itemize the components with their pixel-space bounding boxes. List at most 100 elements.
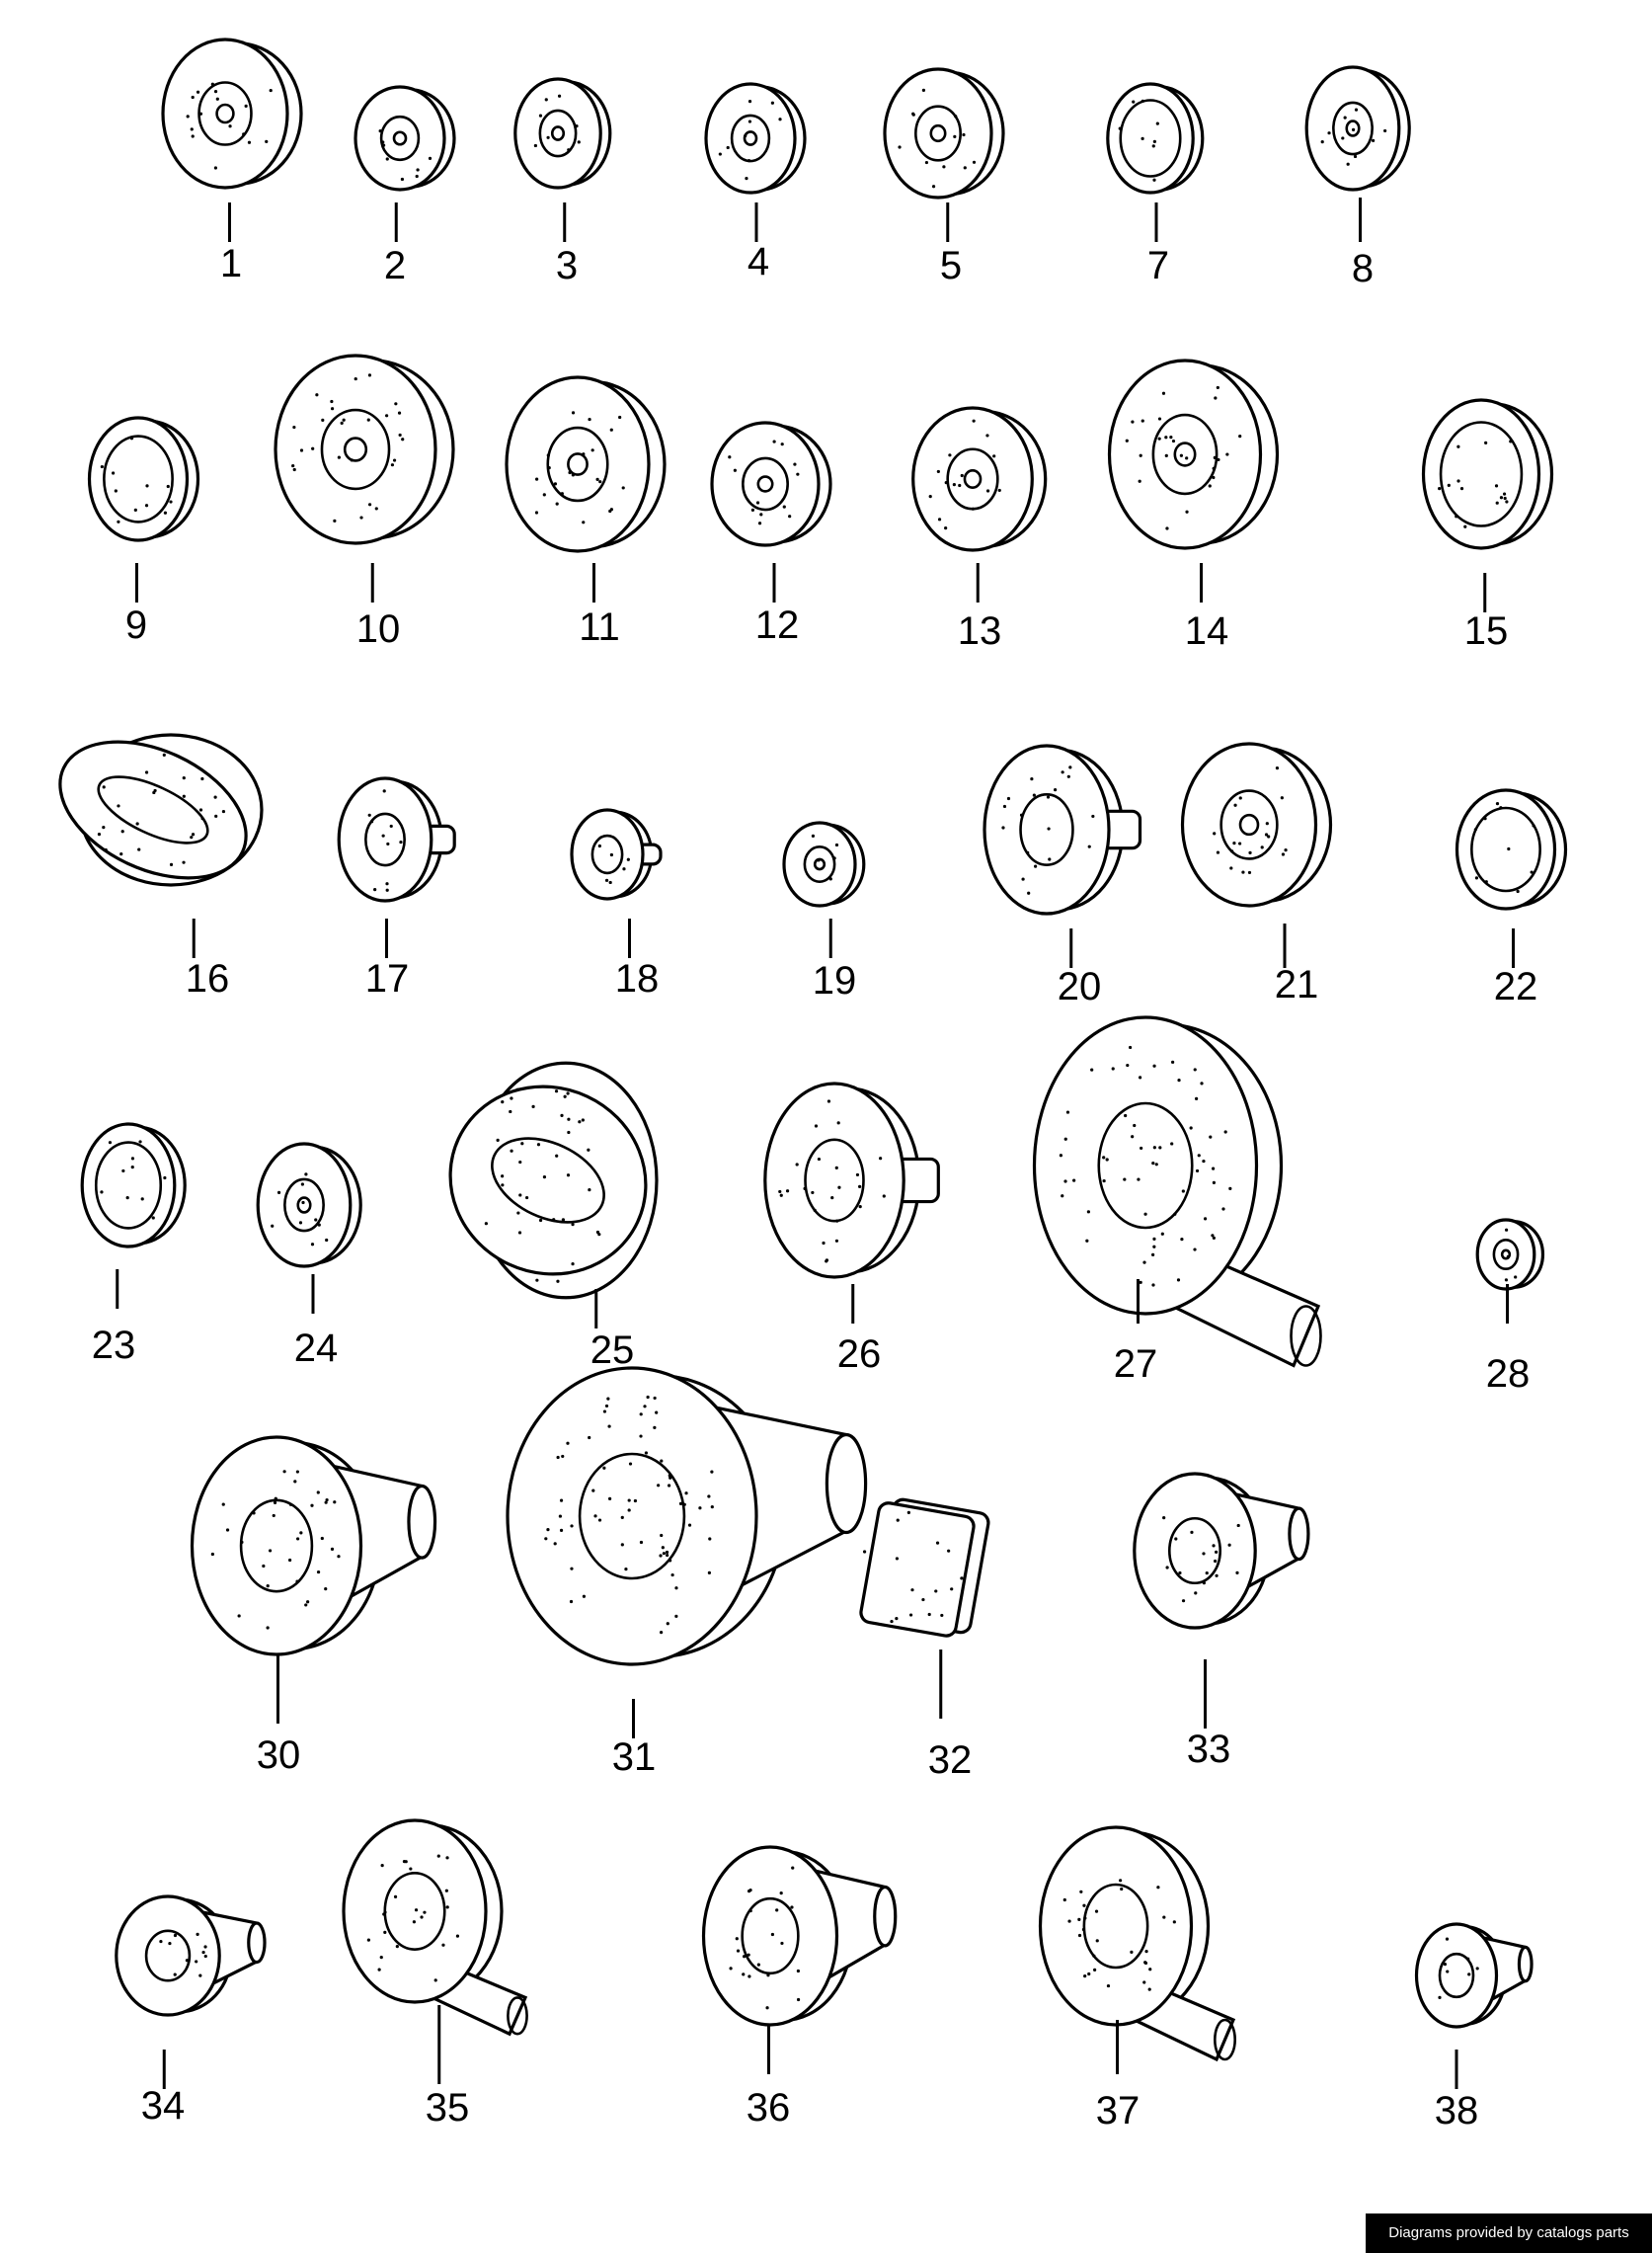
stipple-dot — [182, 860, 186, 864]
stipple-dot — [1483, 817, 1487, 821]
stipple-dot — [1077, 1933, 1082, 1938]
part-face — [782, 821, 857, 908]
part-22[interactable]: 22 — [1455, 788, 1568, 1008]
stipple-dot — [1156, 1886, 1160, 1890]
stipple-dot — [591, 1489, 595, 1492]
part-hole — [94, 1141, 163, 1230]
stipple-dot — [1092, 1954, 1096, 1958]
stipple-dot — [374, 507, 378, 511]
stipple-dot — [366, 1938, 370, 1942]
part-28[interactable]: 28 — [1475, 1218, 1545, 1396]
stipple-dot — [1152, 139, 1156, 143]
stipple-dot — [830, 1196, 834, 1200]
part-19[interactable]: 19 — [782, 821, 866, 1003]
stipple-dot — [817, 1157, 822, 1162]
part-18[interactable]: 18 — [570, 808, 663, 1001]
part-face — [190, 1435, 363, 1656]
part-36[interactable]: 36 — [701, 1845, 898, 2130]
part-15[interactable]: 15 — [1421, 398, 1554, 653]
part-25[interactable]: 25 — [420, 1055, 677, 1372]
part-21[interactable]: 21 — [1180, 742, 1333, 1006]
stipple-dot — [555, 1154, 559, 1158]
part-10[interactable]: 10 — [274, 354, 455, 651]
part-27[interactable]: 27 — [1032, 1015, 1322, 1386]
stipple-dot — [304, 1172, 308, 1176]
stipple-dot — [133, 508, 137, 512]
stipple-dot — [1141, 419, 1144, 423]
stipple-dot — [1164, 453, 1168, 457]
stipple-dot — [571, 1262, 575, 1266]
part-8[interactable]: 8 — [1304, 65, 1411, 290]
part-4[interactable]: 4 — [704, 82, 807, 283]
stipple-dot — [627, 1508, 631, 1512]
part-26[interactable]: 26 — [763, 1082, 940, 1376]
part-hole — [730, 114, 771, 163]
stipple-dot — [639, 1412, 643, 1416]
stipple-dot — [747, 120, 752, 123]
stipple-dot — [276, 1190, 281, 1194]
stipple-dot — [832, 856, 836, 860]
stipple-dot — [455, 1934, 460, 1938]
part-2[interactable]: 2 — [354, 85, 456, 287]
stipple-dot — [100, 1190, 104, 1194]
stipple-dot — [337, 1555, 341, 1559]
stipple-dot — [385, 157, 389, 161]
part-center-hole — [743, 130, 758, 146]
part-33[interactable]: 33 — [1133, 1472, 1310, 1771]
stipple-dot — [1152, 1064, 1156, 1068]
stipple-dot — [796, 1969, 800, 1973]
stipple-dot — [104, 847, 108, 852]
stipple-dot — [607, 1496, 612, 1500]
part-31[interactable]: 31 — [506, 1366, 868, 1779]
part-9[interactable]: 9 — [87, 416, 200, 647]
stipple-dot — [102, 826, 106, 830]
callout-number: 7 — [1147, 244, 1169, 287]
part-23[interactable]: 23 — [80, 1122, 187, 1367]
stipple-dot — [1181, 1599, 1186, 1603]
part-34[interactable]: 34 — [115, 1894, 267, 2128]
part-1[interactable]: 1 — [161, 38, 303, 285]
stipple-dot — [908, 1613, 913, 1617]
part-35[interactable]: 35 — [342, 1818, 528, 2130]
part-20[interactable]: 20 — [983, 744, 1142, 1008]
stipple-dot — [271, 1224, 275, 1228]
callout-number: 22 — [1494, 965, 1538, 1008]
stipple-dot — [621, 486, 625, 490]
part-16[interactable]: 16 — [39, 714, 268, 1001]
stipple-dot — [518, 1193, 522, 1197]
stipple-dot — [159, 1939, 163, 1944]
part-12[interactable]: 12 — [710, 421, 832, 647]
part-38[interactable]: 38 — [1414, 1922, 1534, 2132]
part-13[interactable]: 13 — [911, 406, 1048, 653]
stipple-dot — [1173, 1212, 1177, 1216]
stipple-dot — [803, 1186, 807, 1190]
part-center-hole — [343, 437, 368, 462]
part-37[interactable]: 37 — [1038, 1825, 1237, 2132]
stipple-dot — [538, 114, 543, 118]
part-face — [983, 744, 1111, 916]
stipple-dot — [1284, 848, 1288, 852]
stipple-dot — [1505, 500, 1509, 504]
part-32[interactable]: 32 — [859, 1497, 990, 1782]
callout-number: 14 — [1185, 609, 1229, 653]
stipple-dot — [330, 407, 335, 411]
callout-number: 21 — [1275, 963, 1319, 1006]
stipple-dot — [1126, 1063, 1130, 1068]
stipple-dot — [582, 1594, 587, 1598]
part-hole — [741, 1896, 800, 1975]
stipple-dot — [1221, 1207, 1225, 1211]
stipple-dot — [1372, 138, 1376, 142]
part-7[interactable]: 7 — [1106, 82, 1205, 287]
part-24[interactable]: 24 — [256, 1142, 362, 1370]
part-3[interactable]: 3 — [513, 77, 612, 287]
part-11[interactable]: 11 — [505, 375, 667, 649]
stipple-dot — [153, 788, 157, 793]
part-face — [911, 406, 1034, 552]
part-5[interactable]: 5 — [883, 67, 1005, 287]
part-17[interactable]: 17 — [337, 776, 456, 1001]
stipple-dot — [538, 1218, 543, 1223]
part-14[interactable]: 14 — [1107, 359, 1280, 653]
stipple-dot — [383, 1930, 387, 1934]
stipple-dot — [1157, 417, 1162, 421]
part-30[interactable]: 30 — [190, 1435, 437, 1777]
